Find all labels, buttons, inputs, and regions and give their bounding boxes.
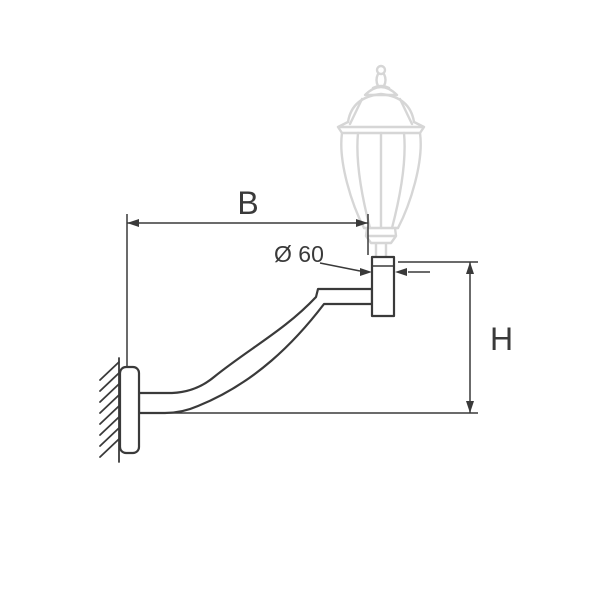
dimension-diameter: Ø 60 [274,241,430,276]
dimension-b-arrow-right [356,219,368,227]
dimension-h-label: H [490,321,513,357]
dimension-h-arrow-bottom [466,401,474,413]
bracket-assembly [99,255,396,463]
wall-hatching [99,357,120,463]
dimension-b-arrow-left [127,219,139,227]
lamp-socket [370,255,396,318]
dimension-diameter-label: Ø 60 [274,241,324,267]
lantern-body-sides [340,131,422,230]
dimension-h: H [143,261,513,414]
lantern-dome [346,92,416,124]
lantern-ghost [336,64,426,259]
lantern-small-dome [363,85,399,97]
dimension-diameter-arrow-right [395,268,407,276]
wall-plate [118,365,141,455]
dimension-b: B [126,185,369,367]
dimension-h-arrow-top [466,262,474,274]
lantern-collar [364,226,398,259]
lantern-dome-ribs [348,97,414,126]
dimension-diameter-arrow-left [360,268,372,276]
dimension-b-label: B [237,185,258,221]
mounting-arm [137,287,374,415]
dimension-diameter-leader-left [319,262,361,272]
lantern-finial-icon [375,64,387,76]
lantern-body-facets [356,131,406,230]
